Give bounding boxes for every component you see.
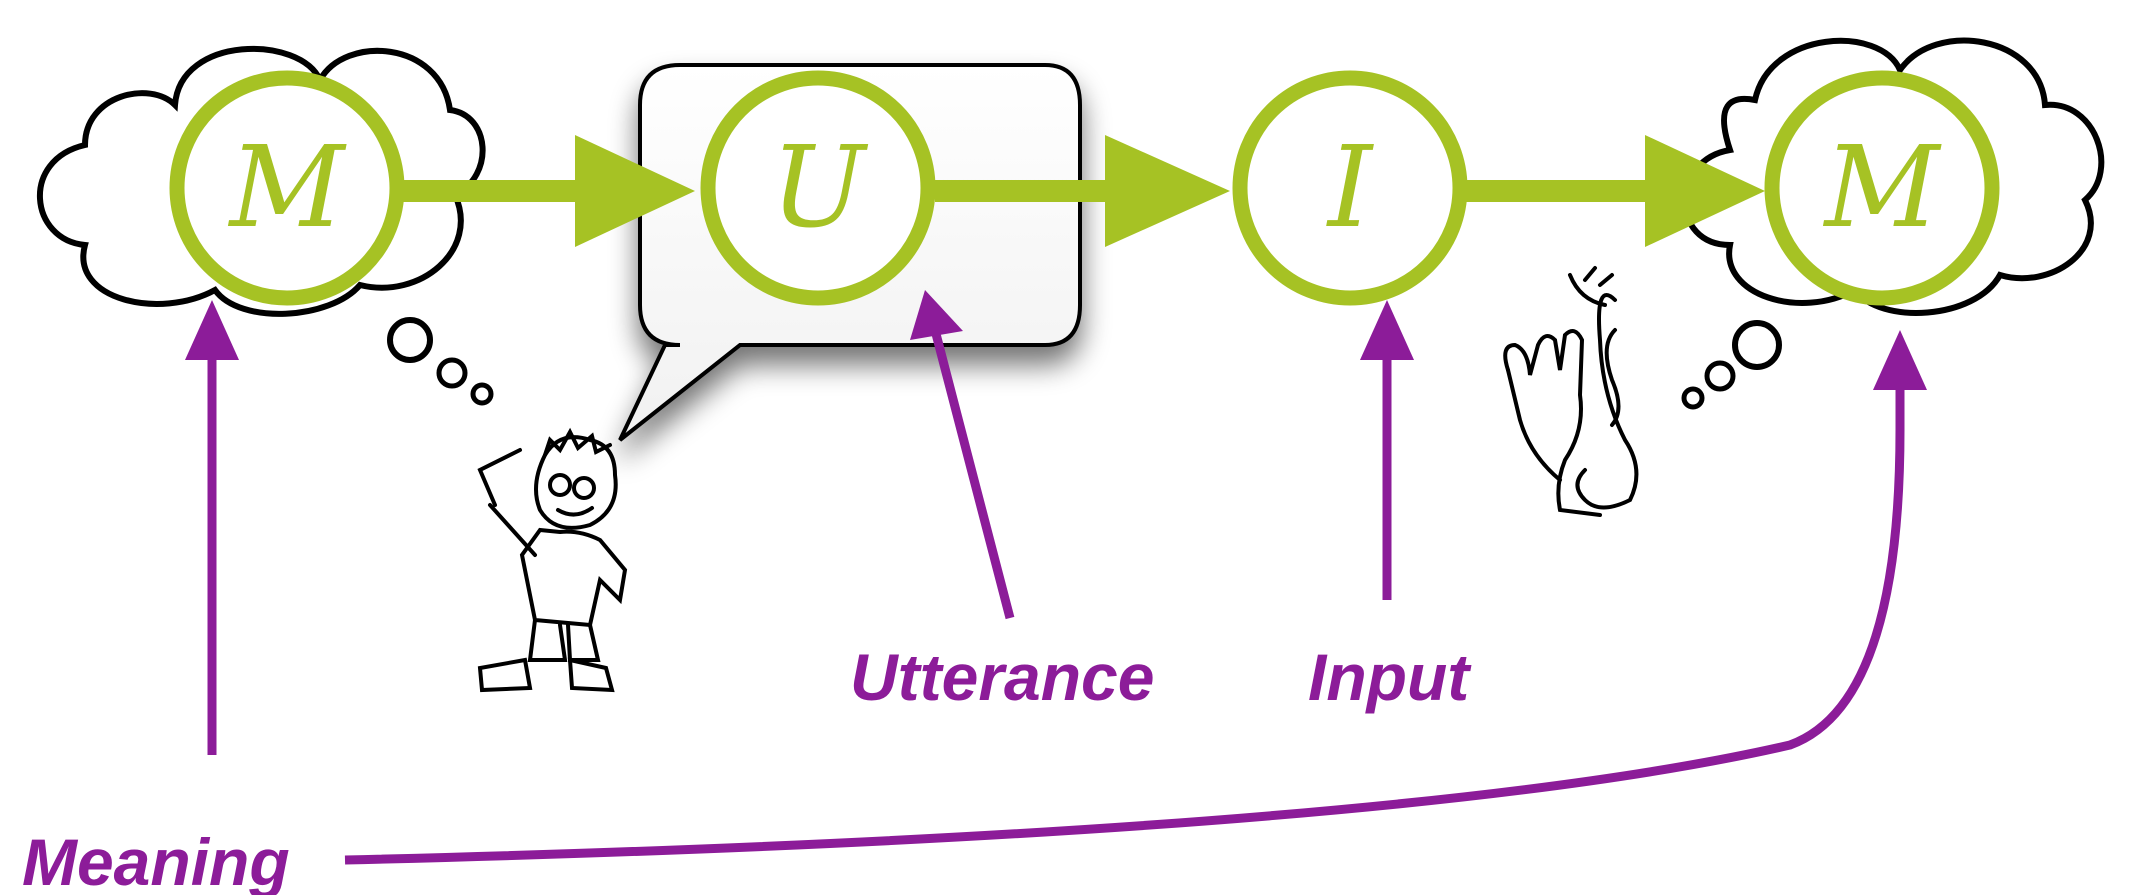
label-input: Input	[1308, 640, 1472, 714]
node-letter: I	[1326, 123, 1375, 253]
annotation-arrows	[207, 328, 1905, 865]
node-letter: M	[228, 123, 347, 253]
node-input: I	[1232, 70, 1468, 306]
annotation-arrowheads	[185, 290, 1927, 390]
node-meaning-listener: M	[1764, 70, 2000, 306]
flow-arrows	[395, 135, 1765, 247]
listening-ear-icon	[1503, 266, 1639, 517]
node-letter: U	[771, 123, 869, 253]
label-utterance: Utterance	[850, 640, 1154, 714]
node-meaning-speaker: M	[169, 70, 405, 306]
node-letter: M	[1823, 123, 1942, 253]
label-meaning: Meaning	[22, 825, 290, 895]
speaking-person-icon	[477, 427, 628, 693]
node-utterance: U	[700, 70, 936, 306]
